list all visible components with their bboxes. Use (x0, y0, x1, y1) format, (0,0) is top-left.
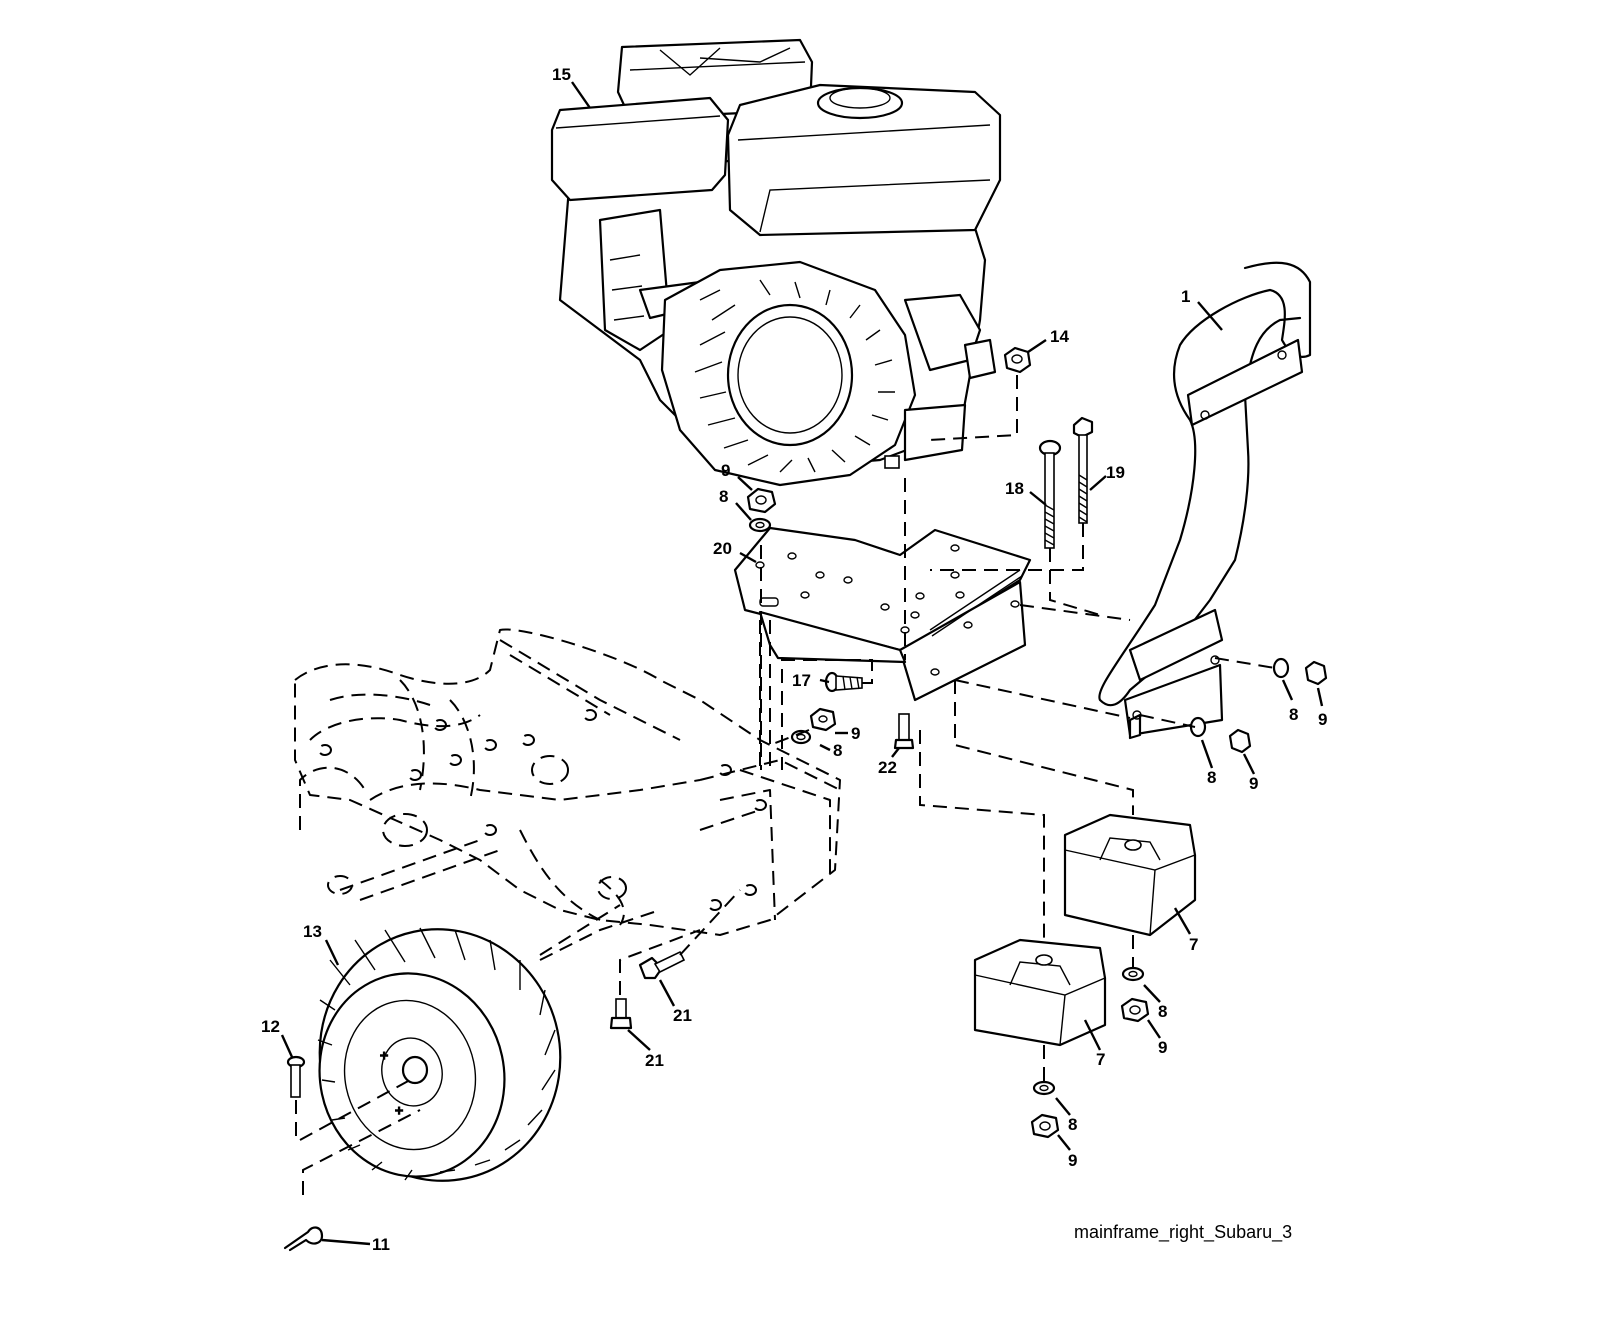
callout-18: 18 (1005, 479, 1024, 498)
callout-9-mid: 9 (851, 724, 860, 743)
callout-8-right-lower: 8 (1207, 768, 1216, 787)
callout-9-block-lower: 9 (1068, 1151, 1077, 1170)
callout-8-mid: 8 (833, 741, 842, 760)
callout-21-angled: 21 (673, 1006, 692, 1025)
callout-11: 11 (372, 1235, 390, 1254)
mounting-plate-illustration (733, 526, 1032, 702)
callout-12: 12 (261, 1017, 280, 1036)
svg-text:+: + (380, 1047, 388, 1063)
callout-13: 13 (303, 922, 322, 941)
callout-8-right-upper: 8 (1289, 705, 1298, 724)
tiller-body-ghost-illustration (294, 620, 841, 961)
callout-7-upper: 7 (1189, 935, 1198, 954)
callout-20: 20 (713, 539, 732, 558)
callout-8-engine: 8 (719, 487, 728, 506)
callout-9-block-upper: 9 (1158, 1038, 1167, 1057)
callout-8-block-lower: 8 (1068, 1115, 1077, 1134)
engine-illustration (550, 38, 1002, 487)
callout-21-vertical: 21 (645, 1051, 664, 1070)
callout-22: 22 (878, 758, 897, 777)
leader-lines (280, 81, 1324, 1246)
callout-9-right-upper: 9 (1318, 710, 1327, 729)
svg-text:+: + (395, 1102, 403, 1118)
callout-19: 19 (1106, 463, 1125, 482)
callout-9-right-lower: 9 (1249, 774, 1258, 793)
wheel-illustration: + + (317, 927, 562, 1182)
assembly-lines (295, 375, 1276, 1195)
callout-9-engine: 9 (721, 461, 730, 480)
weight-block-upper-illustration (1063, 813, 1197, 937)
callout-17: 17 (792, 671, 811, 690)
callout-8-block-upper: 8 (1158, 1002, 1167, 1021)
callout-7-lower: 7 (1096, 1050, 1105, 1069)
diagram-caption: mainframe_right_Subaru_3 (1074, 1222, 1292, 1243)
callout-labels: 15 1 14 9 8 20 18 19 17 9 8 22 8 9 8 9 7… (261, 65, 1327, 1254)
callout-15: 15 (552, 65, 571, 84)
callout-1: 1 (1181, 287, 1190, 306)
weight-block-lower-illustration (973, 938, 1107, 1047)
callout-14: 14 (1050, 327, 1069, 346)
